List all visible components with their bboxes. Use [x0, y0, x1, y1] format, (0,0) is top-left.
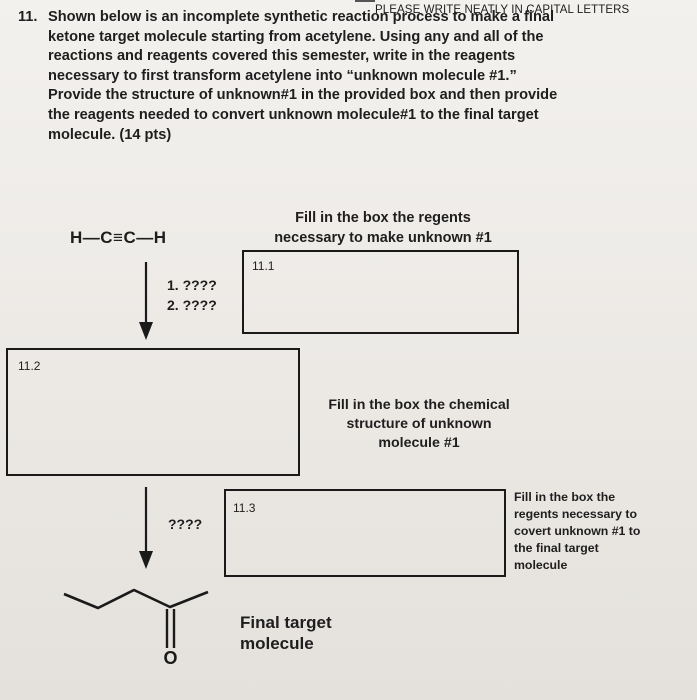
box1-instruction: Fill in the box the regents necessary to… [258, 208, 508, 248]
box2-instruction-line: molecule #1 [378, 435, 460, 451]
box3-instruction-line: covert unknown #1 to [514, 524, 641, 538]
final-target-label-line: molecule [240, 634, 314, 653]
question-text: Shown below is an incomplete synthetic r… [48, 8, 658, 145]
reaction-arrow-2 [139, 487, 153, 569]
box3-label: 11.3 [233, 501, 256, 515]
final-target-label-line: Final target [240, 613, 332, 632]
box2-label: 11.2 [18, 359, 41, 373]
header-instruction: PLEASE WRITE NEATLY IN CAPITAL LETTERS [375, 4, 630, 16]
question-line: the reagents needed to convert unknown m… [48, 106, 539, 123]
header-rule [355, 0, 375, 2]
reaction-arrow-1 [139, 262, 153, 340]
box3-instruction-line: the final target [514, 541, 599, 555]
oxygen-atom-label: O [163, 648, 177, 668]
question-line: necessary to first transform acetylene i… [48, 67, 517, 84]
question-line: Shown below is an incomplete synthetic r… [48, 9, 555, 25]
box1-instruction-line: necessary to make unknown #1 [274, 230, 492, 246]
reagent-answer-box-1[interactable]: 11.1 [242, 250, 519, 334]
box3-instruction-line: molecule [514, 558, 568, 572]
box3-instruction-line: Fill in the box the [514, 490, 616, 504]
reagent-answer-box-2[interactable]: 11.3 [224, 489, 506, 577]
step1-reagent-line: 1. ???? [167, 277, 217, 293]
box2-instruction: Fill in the box the chemical structure o… [308, 396, 530, 453]
structure-answer-box[interactable]: 11.2 [6, 348, 300, 476]
question-line: reactions and reagents covered this seme… [48, 48, 516, 65]
step1-reagents: 1. ???? 2. ???? [167, 275, 217, 315]
question-line: molecule. (14 pts) [48, 126, 172, 143]
question-line: Provide the structure of unknown#1 in th… [48, 87, 558, 104]
step2-reagents: ???? [168, 516, 203, 532]
box1-label: 11.1 [252, 259, 275, 273]
box3-instruction: Fill in the box the regents necessary to… [514, 489, 694, 574]
question-line: ketone target molecule starting from ace… [48, 28, 544, 45]
box2-instruction-line: structure of unknown [346, 416, 492, 432]
box2-instruction-line: Fill in the box the chemical [328, 397, 510, 413]
question-number: 11. [18, 9, 38, 25]
box1-instruction-line: Fill in the box the regents [295, 210, 471, 226]
step1-reagent-line: 2. ???? [167, 297, 217, 313]
acetylene-structure: H—C≡C—H [70, 228, 167, 247]
box3-instruction-line: regents necessary to [514, 507, 638, 521]
question-block: 11. Shown below is an incomplete synthet… [18, 8, 658, 145]
final-target-label: Final target molecule [240, 612, 332, 654]
